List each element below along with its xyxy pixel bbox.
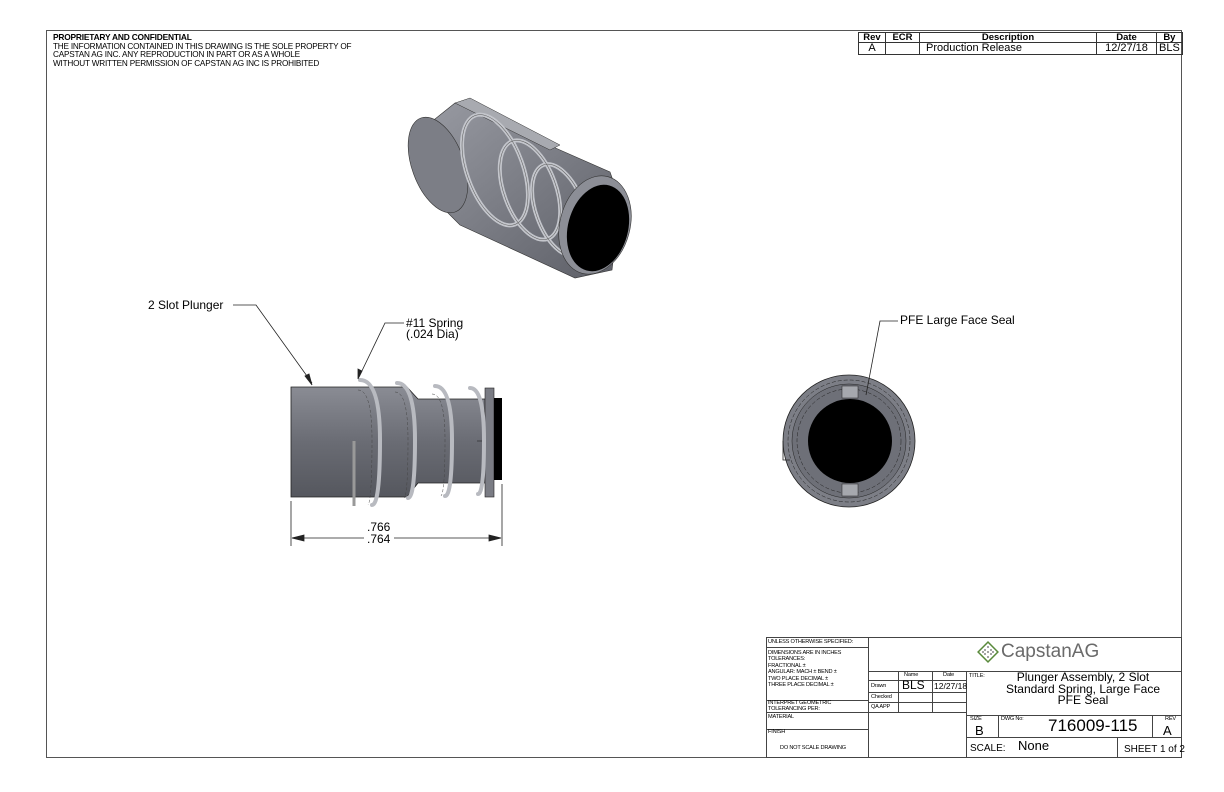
spring-leader — [358, 322, 404, 378]
size-value: B — [975, 723, 984, 738]
dwg-number: 716009-115 — [1048, 716, 1138, 735]
side-view — [290, 378, 502, 507]
drawn-name: BLS — [902, 678, 925, 692]
dimension-upper: .766 — [367, 520, 391, 534]
plunger-callout: 2 Slot Plunger — [148, 298, 224, 312]
rev-value: A — [1163, 723, 1172, 738]
revision-row: A Production Release 12/27/18 BLS — [858, 42, 1183, 55]
drawn-label: Drawn — [871, 683, 887, 689]
scale-value: None — [1018, 738, 1050, 753]
company-name: CapstanAG — [1001, 641, 1100, 662]
front-view — [782, 374, 916, 508]
interpret-line: INTERPRET GEOMETRIC — [768, 700, 832, 706]
capstan-diamond-icon — [977, 641, 999, 663]
arrow-icon — [357, 368, 363, 380]
tolerance-line: THREE PLACE DECIMAL ± — [768, 682, 834, 689]
drawing-title: Plunger Assembly, 2 Slot Standard Spring… — [985, 670, 1181, 707]
spring-callout-line2: (.024 Dia) — [406, 327, 459, 341]
seal-callout: PFE Large Face Seal — [900, 313, 1015, 327]
drawn-date: 12/27/18 — [934, 681, 968, 691]
date-cell: 12/27/18 — [1096, 42, 1157, 55]
tolerance-line: ANGULAR: MACH ± BEND ± — [768, 669, 837, 676]
by-cell: BLS — [1156, 42, 1183, 55]
rev-cell: A — [858, 42, 886, 55]
arrow-icon — [488, 534, 502, 542]
arrow-icon — [291, 534, 305, 542]
dimension-value: .766 .764 — [367, 521, 390, 545]
arrow-icon — [304, 373, 313, 386]
scale-label: SCALE: — [970, 743, 1006, 754]
unless-specified: UNLESS OTHERWISE SPECIFIED: — [768, 639, 853, 645]
seal-leader — [865, 320, 898, 396]
title-line: PFE Seal — [1057, 693, 1109, 707]
dimension-lower: .764 — [367, 532, 391, 546]
spring-callout-line1: #11 Spring — [406, 316, 464, 330]
revision-table: Rev ECR Description Date By A Production… — [858, 32, 1183, 55]
dwg-label: DWG No: — [1001, 716, 1024, 722]
checked-label: Checked — [871, 694, 892, 700]
notice-heading: PROPRIETARY AND CONFIDENTIAL — [53, 32, 192, 42]
title-line: Standard Spring, Large Face — [1005, 681, 1161, 696]
isometric-view — [407, 97, 632, 279]
name-header: Name — [904, 672, 919, 678]
notice-line: THE INFORMATION CONTAINED IN THIS DRAWIN… — [53, 41, 352, 51]
drawing-border — [46, 30, 1182, 758]
annotations — [233, 304, 898, 546]
title-line: Plunger Assembly, 2 Slot — [1016, 670, 1150, 684]
tolerance-line: TWO PLACE DECIMAL ± — [768, 675, 828, 682]
title-label: TITLE: — [969, 673, 985, 679]
tolerance-line: DIMENSIONS ARE IN INCHES — [768, 650, 842, 656]
interpret-line: TOLERANCING PER: — [768, 706, 820, 713]
description-cell: Production Release — [919, 42, 1097, 55]
interpret-notes: INTERPRET GEOMETRIC TOLERANCING PER: — [768, 700, 831, 713]
notice-line: WITHOUT WRITTEN PERMISSION OF CAPSTAN AG… — [53, 58, 320, 68]
revision-header-row: Rev ECR Description Date By — [858, 32, 1183, 43]
date-header: Date — [943, 672, 955, 678]
tolerance-line: FRACTIONAL ± — [768, 662, 806, 669]
rev-label: REV — [1165, 716, 1176, 722]
spring-callout: #11 Spring (.024 Dia) — [406, 316, 464, 341]
sheet-number: SHEET 1 of 2 — [1124, 744, 1185, 755]
plunger-leader — [233, 304, 313, 384]
size-label: SIZE — [970, 716, 982, 722]
confidentiality-notice: PROPRIETARY AND CONFIDENTIAL THE INFORMA… — [53, 32, 352, 68]
notice-line: CAPSTAN AG INC. ANY REPRODUCTION IN PART… — [53, 50, 300, 60]
company-logo: CapstanAG — [977, 641, 1099, 663]
finish-label: FINISH — [768, 729, 786, 735]
tolerance-line: TOLERANCES: — [768, 656, 806, 663]
qa-label: QA APP — [871, 704, 891, 710]
do-not-scale-note: DO NOT SCALE DRAWING — [780, 745, 846, 751]
tolerances-notes: DIMENSIONS ARE IN INCHES TOLERANCES: FRA… — [768, 650, 841, 688]
material-label: MATERIAL — [768, 714, 794, 720]
